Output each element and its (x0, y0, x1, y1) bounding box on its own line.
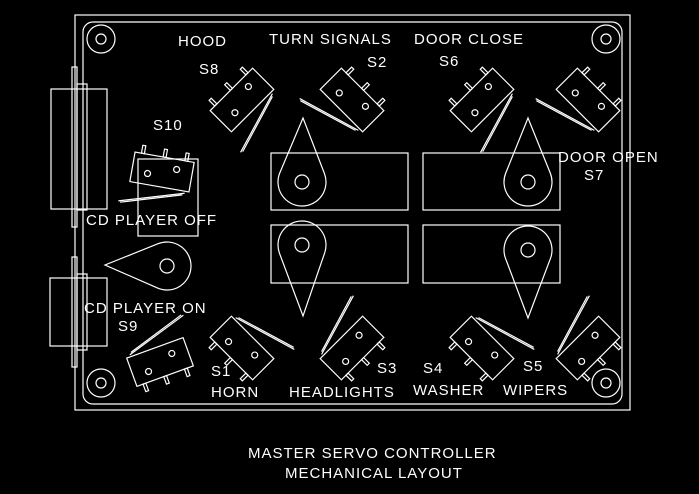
label-door-close: DOOR CLOSE (414, 31, 524, 48)
micro-switch (118, 144, 195, 203)
mounting-hole (86, 368, 116, 398)
label-s8: S8 (199, 61, 219, 78)
micro-switch (208, 66, 275, 153)
connector-top (50, 66, 108, 228)
micro-switch (555, 295, 622, 382)
label-headlights: HEADLIGHTS (289, 384, 395, 401)
label-wipers: WIPERS (503, 382, 568, 399)
enclosure-inner (82, 21, 623, 405)
servo-body (422, 152, 561, 211)
label-s10: S10 (153, 117, 183, 134)
title-line-2: MECHANICAL LAYOUT (285, 465, 463, 482)
label-cd-player-off: CD PLAYER OFF (86, 212, 217, 229)
mounting-hole (86, 24, 116, 54)
servo-horn-cam (503, 116, 553, 207)
label-s3: S3 (377, 360, 397, 377)
label-turn-signals: TURN SIGNALS (269, 31, 392, 48)
label-washer: WASHER (413, 382, 484, 399)
label-s5: S5 (523, 358, 543, 375)
servo-horn-cam (277, 220, 327, 318)
servo-body (270, 224, 409, 284)
servo-horn-cam (103, 241, 192, 291)
micro-switch (208, 315, 295, 382)
servo-horn-cam (503, 225, 553, 320)
micro-switch (125, 314, 195, 393)
servo-horn-cam (277, 116, 327, 207)
label-horn: HORN (211, 384, 259, 401)
micro-switch (535, 66, 622, 133)
title-line-1: MASTER SERVO CONTROLLER (248, 445, 497, 462)
micro-switch (448, 66, 515, 153)
label-s6: S6 (439, 53, 459, 70)
servo-body (270, 152, 409, 211)
label-s9: S9 (118, 318, 138, 335)
label-s4: S4 (423, 360, 443, 377)
label-s7: S7 (584, 167, 604, 184)
label-cd-player-on: CD PLAYER ON (84, 300, 207, 317)
micro-switch (319, 295, 386, 382)
mounting-holes (86, 24, 621, 398)
label-s2: S2 (367, 54, 387, 71)
mounting-hole (591, 368, 621, 398)
micro-switch (448, 315, 535, 382)
connector-bottom (49, 256, 108, 368)
enclosure-outer (74, 14, 631, 411)
label-door-open: DOOR OPEN (558, 149, 659, 166)
servo-body (422, 224, 561, 284)
mounting-hole (591, 24, 621, 54)
servo-body-cd (137, 158, 199, 237)
label-hood: HOOD (178, 33, 227, 50)
label-s1: S1 (211, 363, 231, 380)
micro-switch (299, 66, 386, 133)
